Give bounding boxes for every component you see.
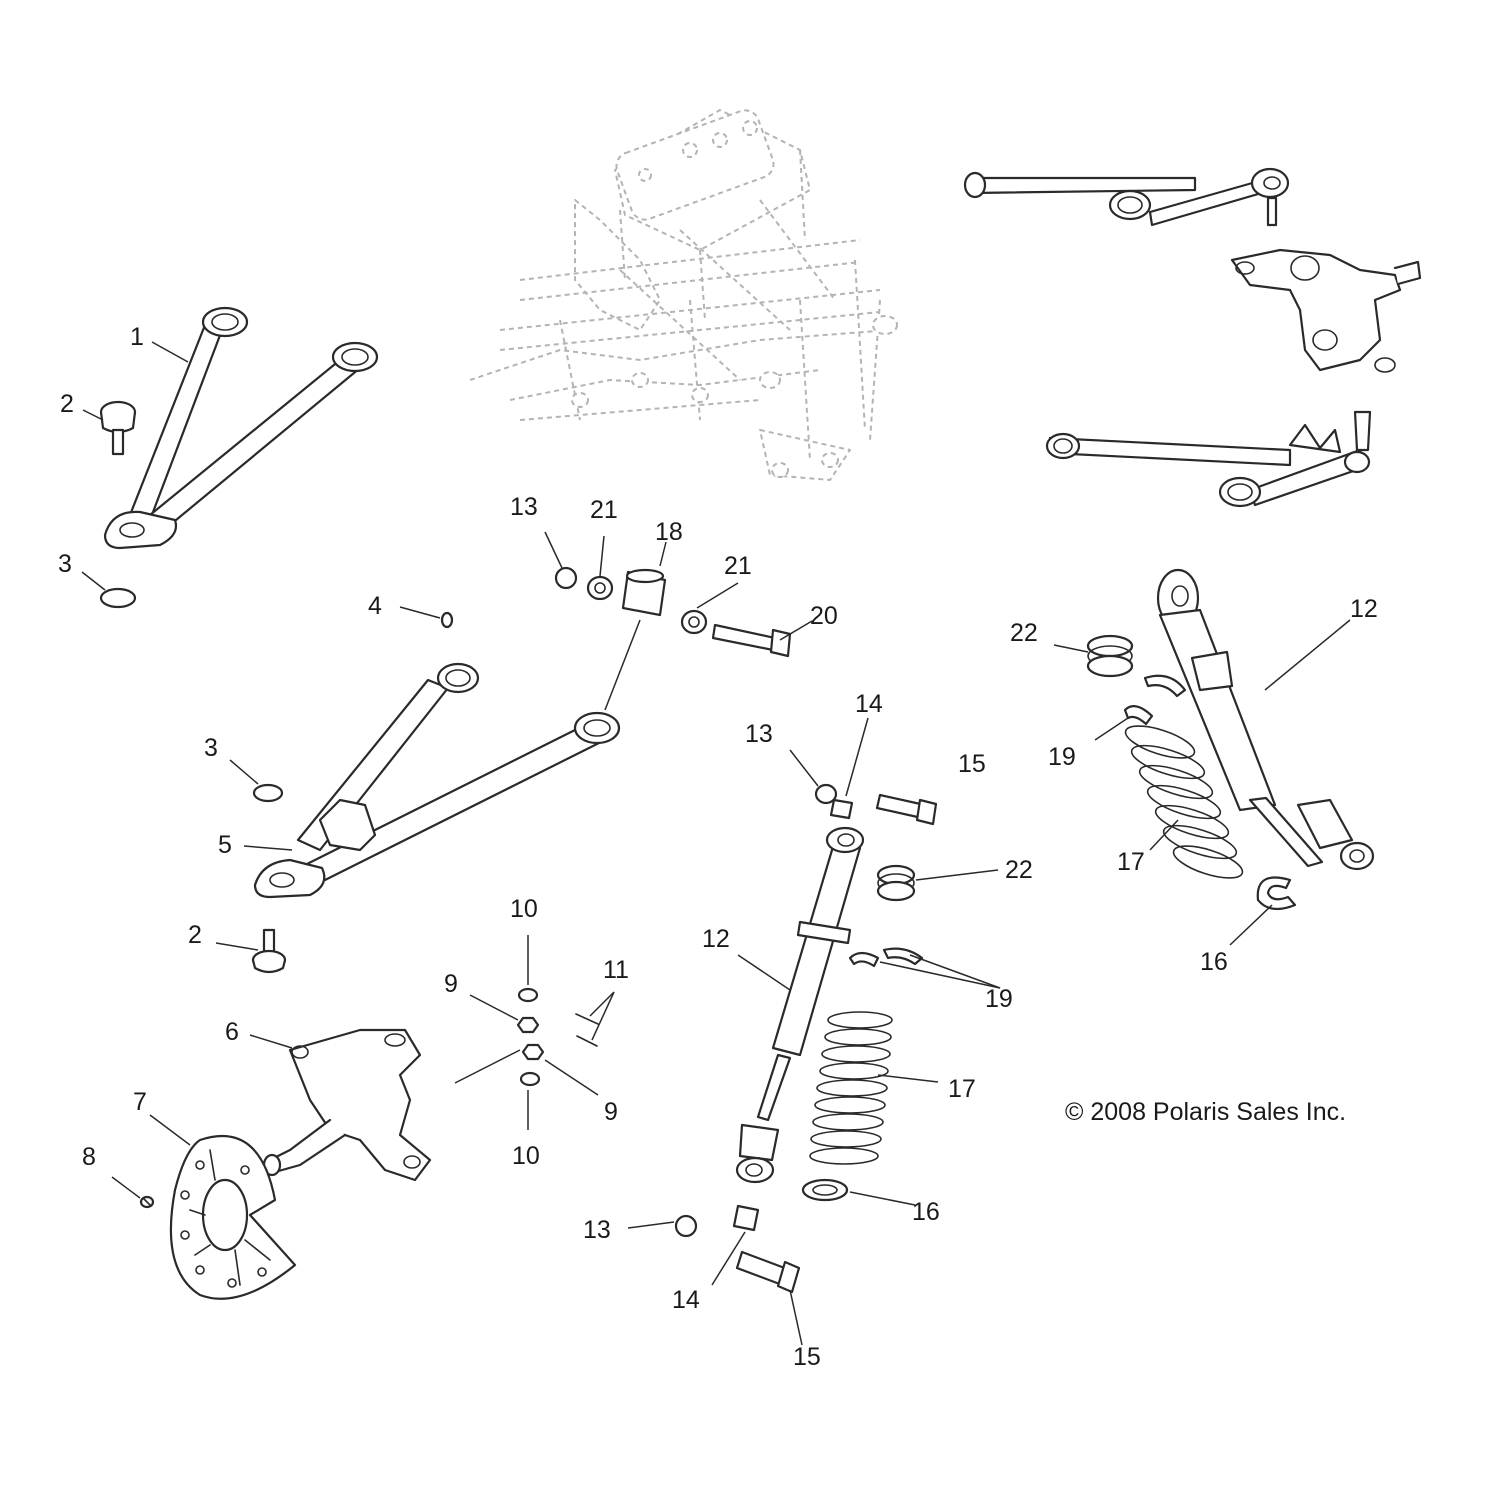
- cotter-pins: [575, 1013, 599, 1047]
- callout-17-center: 17: [948, 1075, 976, 1103]
- leader-lines: [81, 341, 1351, 1346]
- callout-13-middle: 13: [745, 720, 773, 748]
- callout-3-lower: 3: [204, 734, 218, 762]
- callout-17-right: 17: [1117, 848, 1145, 876]
- callout-21-left: 21: [590, 496, 618, 524]
- callout-3-upper: 3: [58, 550, 72, 578]
- sleeve-14-top: [829, 798, 854, 820]
- sleeve-14-bottom: [732, 1204, 760, 1232]
- castle-nut-upper: [516, 1016, 540, 1034]
- callout-19-right: 19: [1048, 743, 1076, 771]
- callout-19-center: 19: [985, 985, 1013, 1013]
- washer-lower: [519, 1071, 541, 1087]
- callout-15-top: 15: [958, 750, 986, 778]
- copyright-notice: © 2008 Polaris Sales Inc.: [1065, 1098, 1346, 1126]
- bushing-21-right: [680, 609, 708, 635]
- callout-16-right: 16: [1200, 948, 1228, 976]
- callout-12-right: 12: [1350, 595, 1378, 623]
- callout-18: 18: [655, 518, 683, 546]
- pivot-hardware: [554, 566, 792, 658]
- callout-10-upper: 10: [510, 895, 538, 923]
- shock-absorber-center: [735, 826, 865, 1184]
- lower-a-arm: [253, 662, 621, 899]
- shock-mount-hardware-bottom: [674, 1204, 801, 1294]
- callout-13-top: 13: [510, 493, 538, 521]
- spring-retainer-19-right: [1123, 674, 1187, 726]
- spring-seat-16-right: [1256, 876, 1297, 911]
- coil-spring-center: [809, 1011, 893, 1165]
- callout-12-center: 12: [702, 925, 730, 953]
- vehicle-frame-ghost: [469, 109, 898, 481]
- steering-knuckle: [262, 1028, 432, 1182]
- shield-screw: [139, 1195, 155, 1209]
- callout-11: 11: [603, 956, 629, 984]
- callout-9-lower: 9: [604, 1098, 618, 1126]
- brake-dust-shield: [169, 1135, 297, 1300]
- reference-lower-arm-right: [1045, 410, 1372, 508]
- cap-13-top: [554, 566, 578, 590]
- washer-upper: [517, 987, 539, 1003]
- retaining-ring-lower: [252, 783, 284, 803]
- callout-15-bottom: 15: [793, 1343, 821, 1371]
- reference-upper-arm-right: [963, 167, 1290, 227]
- ball-joint-upper: [99, 400, 137, 456]
- callout-2-upper: 2: [60, 390, 74, 418]
- coil-spring-right: [1124, 725, 1244, 879]
- ball-joint-lower: [251, 928, 287, 974]
- shock-mount-hardware-top: [814, 783, 938, 826]
- callout-7: 7: [133, 1088, 147, 1116]
- upper-a-arm: [103, 306, 379, 550]
- callout-13-bottom: 13: [583, 1216, 611, 1244]
- callout-21-right: 21: [724, 552, 752, 580]
- grease-fitting: [440, 611, 454, 629]
- callout-22-center: 22: [1005, 856, 1033, 884]
- callout-5: 5: [218, 831, 232, 859]
- callout-9-upper: 9: [444, 970, 458, 998]
- callout-20: 20: [810, 602, 838, 630]
- bushing-21-left: [586, 575, 614, 601]
- cap-13-bottom: [674, 1214, 698, 1238]
- callout-14-top: 14: [855, 690, 883, 718]
- pivot-bolt-20: [711, 623, 777, 652]
- castle-nut-lower: [521, 1043, 545, 1061]
- callout-1: 1: [130, 323, 144, 351]
- callout-4: 4: [368, 592, 382, 620]
- callout-14-bottom: 14: [672, 1286, 700, 1314]
- spring-seat-16-center: [801, 1178, 849, 1202]
- spring-spacer-22-right: [1086, 634, 1134, 678]
- reference-knuckle-right: [1230, 248, 1422, 373]
- callout-6: 6: [225, 1018, 239, 1046]
- spring-retainer-19-center: [848, 947, 924, 968]
- spring-spacer-22-center: [876, 864, 916, 902]
- callout-16-center: 16: [912, 1198, 940, 1226]
- shock-absorber-right: [1156, 568, 1375, 871]
- callout-labels: 1 2 3 4 13 21 18 21 20 3 5 2 6 7 8 10 9 …: [58, 323, 1378, 1371]
- retaining-ring-upper: [99, 587, 137, 609]
- callout-10-lower: 10: [512, 1142, 540, 1170]
- callout-2-lower: 2: [188, 921, 202, 949]
- callout-22-right: 22: [1010, 619, 1038, 647]
- callout-8: 8: [82, 1143, 96, 1171]
- cap-13-middle: [814, 783, 838, 805]
